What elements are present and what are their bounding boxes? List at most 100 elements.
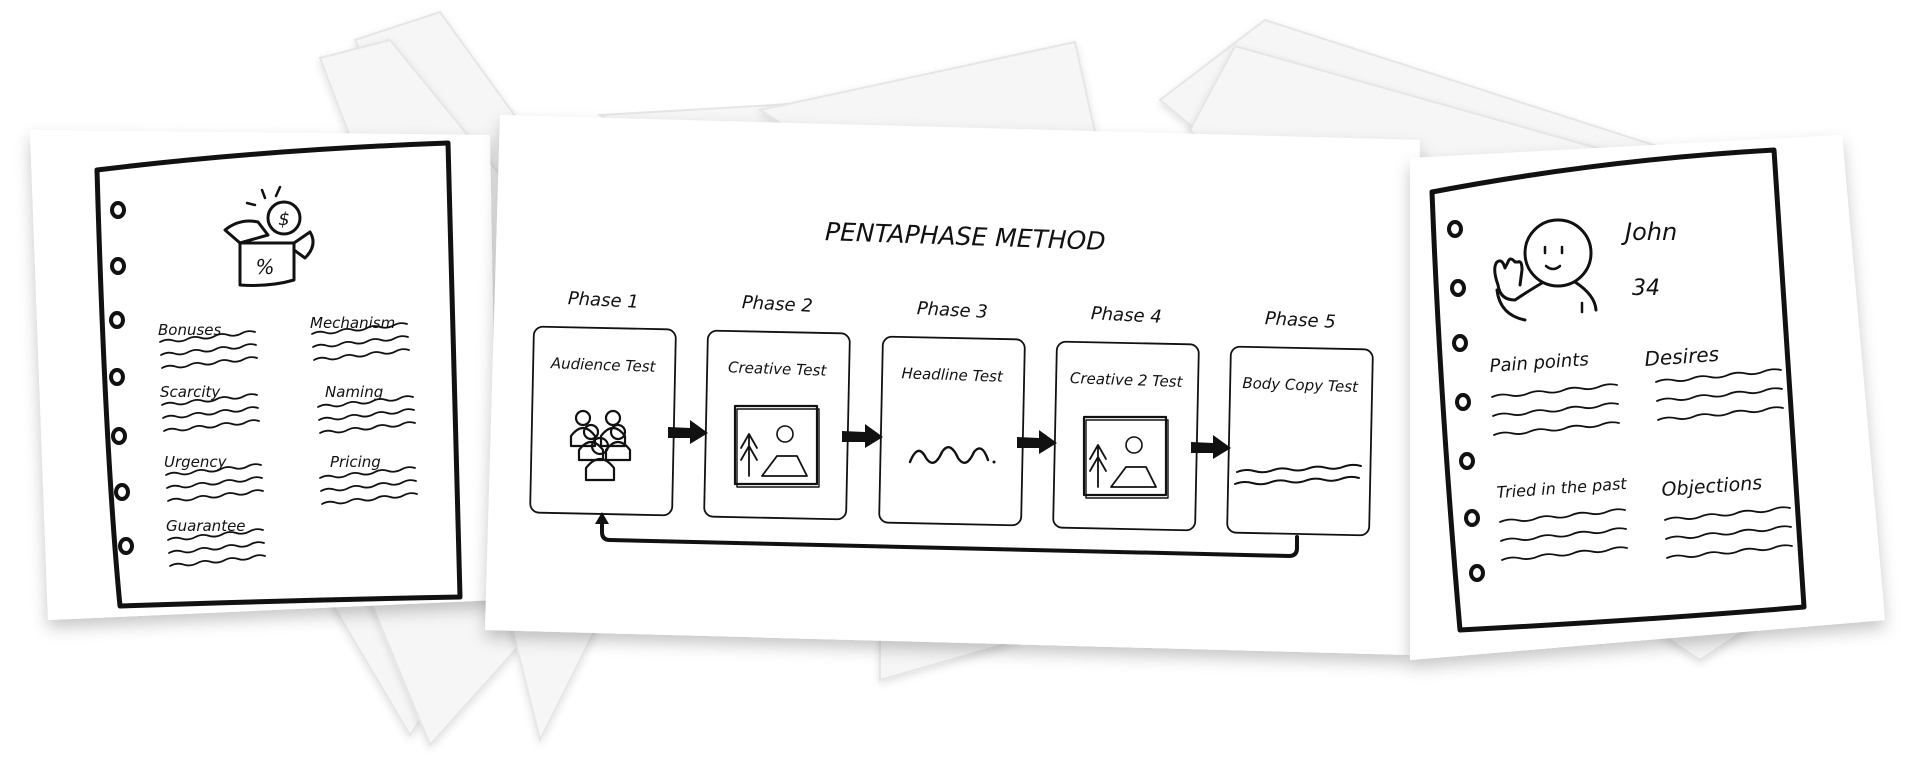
placeholder-text-line [169,554,266,567]
placeholder-text-line [320,479,417,492]
flow-arrow [1191,435,1231,459]
offer-item-label: Naming [325,383,383,401]
binder-hole [110,201,126,219]
placeholder-text-line [167,528,264,541]
phase-2: Phase 2 Creative Test [703,292,851,521]
offer-item-label: Guarantee [166,517,246,535]
offer-item-label: Scarcity [160,383,221,401]
text-lines-icon [1234,463,1362,486]
placeholder-text-line [159,330,256,343]
placeholder-text-line [313,348,410,361]
people-group-icon [569,409,632,482]
placeholder-text-line [168,541,265,554]
placeholder-text-line [162,406,259,419]
persona-name: John [1621,218,1677,246]
placeholder-text-line [321,492,418,505]
binder-hole [1459,452,1475,470]
phase-box [878,335,1026,527]
binder-hole [118,537,134,555]
phase-4: Phase 4 Creative 2 Test [1052,303,1200,532]
placeholder-text-line [312,335,409,348]
placeholder-text-line [317,395,414,408]
offer-item-label: Bonuses [158,321,222,339]
phase-test-label: Body Copy Test [1242,374,1359,396]
binder-holes [1447,220,1485,582]
offer-sheet-paper [30,130,498,620]
phase-test-label: Creative Test [728,358,828,379]
offer-item-label: Mechanism [310,314,395,332]
placeholder-text-line [165,463,262,476]
offer-left-column: Bonuses Scarcity Urgency Guarantee [158,321,246,535]
phase-flow: Phase 1 Audience Test Phase 2 Creative Test… [529,288,1374,537]
image-landscape-icon [1082,415,1169,499]
placeholder-text-line [1666,544,1793,559]
persona-sheet-paper [1410,135,1885,660]
placeholder-text-line [1500,527,1627,542]
offer-sheet: $ % Bonuses Scarcity Urgency Guarantee M… [30,130,498,620]
binder-hole [110,257,126,275]
binder-hole [114,483,130,501]
placeholder-text-line [311,322,408,335]
phase-label: Phase 2 [741,292,813,317]
offer-item-label: Pricing [330,453,381,471]
persona-section-label: Desires [1644,342,1720,371]
waving-person-icon [1493,218,1598,322]
placeholder-text-line [319,466,416,479]
placeholder-text-line [163,419,260,432]
flow-arrow [842,424,883,448]
binder-hole [1455,393,1471,411]
bg-paper [508,619,602,743]
placeholder-text-line [1665,525,1792,540]
image-landscape-icon [733,404,820,488]
phase-label: Phase 3 [916,298,988,323]
gift-box-coin-icon: $ % [223,185,315,287]
placeholder-text-line [161,393,258,406]
binder-hole [1452,334,1468,352]
dollar-sign: $ [278,209,289,230]
feedback-arrowhead [595,512,609,524]
phase-3: Phase 3 Headline Test [878,298,1026,527]
offer-right-column: Mechanism Naming Pricing [310,314,395,471]
flow-arrow [668,420,708,444]
placeholder-text-line [1501,546,1628,561]
binder-hole [1447,220,1463,238]
flow-arrow [1017,430,1057,454]
phase-test-label: Headline Test [901,364,1004,386]
phase-label: Phase 4 [1090,303,1162,328]
squiggle-line-icon [908,446,996,464]
placeholder-text-line [1657,406,1784,421]
persona-age: 34 [1632,276,1660,301]
placeholder-text-line [1664,506,1791,521]
binder-hole [1464,509,1480,527]
binder-hole [109,311,125,329]
placeholder-text-line [1499,508,1626,523]
persona-sheet: John 34 Pain points Desires Tried in the… [1410,135,1885,660]
phase-box [703,329,851,521]
binder-hole [111,427,127,445]
pentaphase-sheet-paper [485,115,1420,655]
placeholder-text-line [166,476,263,489]
placeholder-text-line [167,489,264,502]
phase-1: Phase 1 Audience Test [529,288,677,517]
binder-hole [1450,279,1466,297]
persona-sheet-border [1429,147,1807,633]
binder-holes [109,201,134,555]
placeholder-text-line [318,408,415,421]
phase-test-label: Creative 2 Test [1070,369,1184,391]
placeholder-text-line [160,343,257,356]
feedback-loop-arrow [600,520,1299,558]
placeholder-text-line [1656,387,1783,402]
placeholder-text-line [1493,421,1620,436]
offer-sheet-border [94,140,463,609]
placeholder-text-line [1492,402,1619,417]
phase-test-label: Audience Test [550,354,657,376]
placeholder-text-line [161,356,258,369]
placeholder-text-line [1491,383,1618,398]
phase-box [1226,345,1374,537]
binder-hole [1469,564,1485,582]
percent-sign: % [255,255,274,279]
phase-label: Phase 1 [567,288,639,313]
